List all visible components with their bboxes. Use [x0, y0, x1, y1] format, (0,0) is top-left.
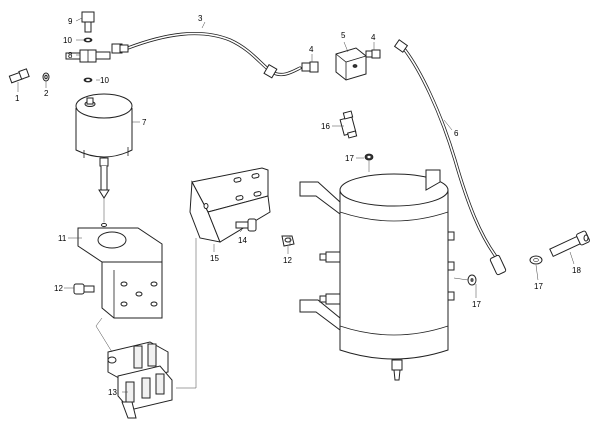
- callout-4-left: 4: [309, 45, 314, 54]
- hose-6-end-fitting-bottom: [489, 254, 507, 276]
- washer-17-right: [529, 255, 543, 265]
- hose-3-end-fitting-right: [263, 63, 278, 79]
- o-ring-10-lower: [83, 77, 93, 83]
- washer-17-upper: [364, 153, 374, 161]
- nut-12-middle: [281, 235, 295, 247]
- assembly-guide-lines: [95, 160, 469, 389]
- callout-11: 11: [58, 234, 67, 243]
- callout-17-upper: 17: [345, 154, 354, 163]
- callout-8: 8: [68, 51, 73, 60]
- bolt-12-left: [73, 283, 95, 295]
- o-ring-10-upper: [83, 37, 93, 43]
- callout-4-right: 4: [371, 33, 376, 42]
- hose-3-end-nut-left: [119, 44, 129, 53]
- callout-18: 18: [572, 266, 581, 275]
- banjo-bolt-9: [81, 11, 95, 33]
- callout-2: 2: [44, 89, 49, 98]
- reservoir-7: [75, 93, 133, 199]
- callout-14: 14: [238, 236, 247, 245]
- callout-3: 3: [198, 14, 203, 23]
- valve-block-5: [335, 47, 367, 81]
- callout-5: 5: [341, 31, 346, 40]
- callout-12-middle: 12: [283, 256, 292, 265]
- washer-17-middle: [467, 274, 477, 286]
- bolt-14: [235, 218, 257, 232]
- callout-10-lower: 10: [100, 76, 109, 85]
- callout-10-upper: 10: [63, 36, 72, 45]
- callout-15: 15: [210, 254, 219, 263]
- callout-17-middle: 17: [472, 300, 481, 309]
- callout-6: 6: [454, 129, 459, 138]
- washer-2: [42, 72, 50, 82]
- angle-bracket-15: [189, 167, 271, 243]
- valve-16: [339, 110, 358, 139]
- hose-3: [111, 31, 302, 79]
- callout-9: 9: [68, 17, 73, 26]
- callout-12-left: 12: [54, 284, 63, 293]
- hose-6: [393, 39, 507, 276]
- callout-17-right: 17: [534, 282, 543, 291]
- callout-16: 16: [321, 122, 330, 131]
- callout-13: 13: [108, 388, 117, 397]
- fitting-4-right: [365, 49, 381, 59]
- banjo-bolt-18: [549, 230, 590, 258]
- callout-7: 7: [142, 118, 147, 127]
- caliper-assembly-13: [107, 341, 173, 419]
- bracket-11: [77, 222, 163, 319]
- leader-lines: [17, 17, 575, 393]
- fitting-1: [8, 68, 30, 84]
- hose-6-end-fitting-top: [393, 39, 409, 53]
- tee-fitting-8: [65, 49, 111, 63]
- callout-1: 1: [15, 94, 20, 103]
- air-tank: [299, 169, 455, 381]
- fitting-4-left: [301, 61, 319, 73]
